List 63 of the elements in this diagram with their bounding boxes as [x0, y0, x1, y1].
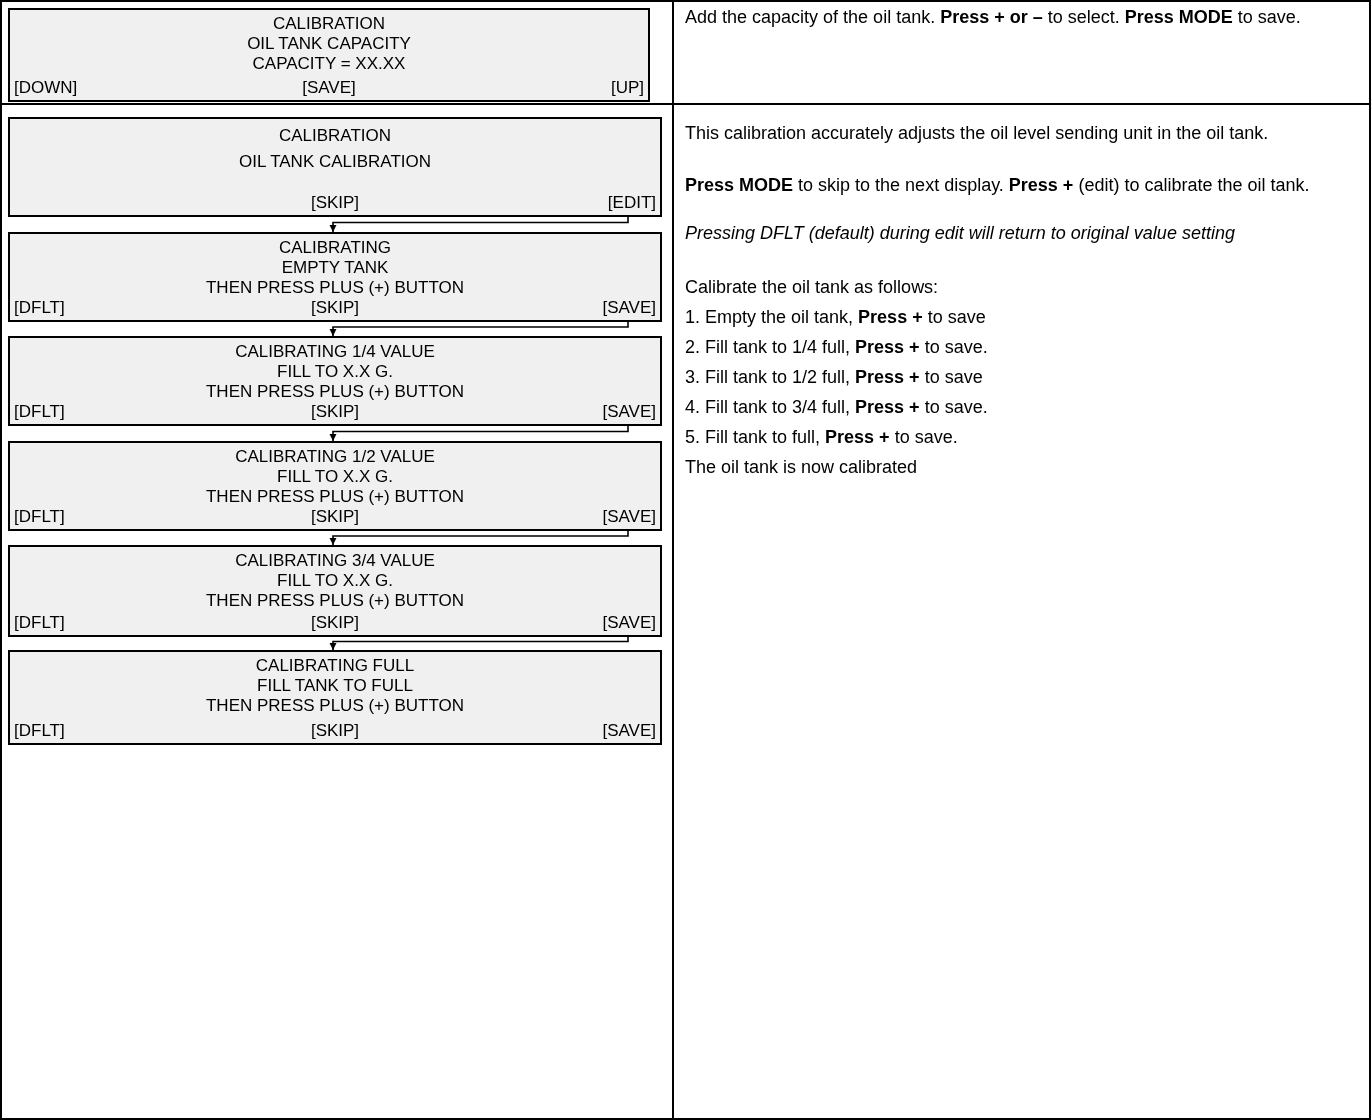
display-line: CALIBRATION [272, 14, 386, 34]
display-line: CALIBRATING 1/2 VALUE [235, 447, 435, 467]
softkey-label: [DFLT] [14, 507, 65, 527]
softkey-label: [SKIP] [310, 613, 360, 633]
softkey-label: [SAVE] [602, 721, 656, 741]
instruction-text: This calibration accurately adjusts the oil level sending unit in the oil tank. [685, 122, 1270, 145]
softkey-label: [SKIP] [310, 193, 360, 213]
arrow [329, 216, 629, 233]
instruction-text: 1. Empty the oil tank, Press + to save [685, 306, 987, 329]
softkey-label: [SKIP] [310, 507, 360, 527]
softkey-label: [EDIT] [607, 193, 656, 213]
instruction-text: Add the capacity of the oil tank. Press + or – to select. Press MODE to save. [685, 6, 1302, 29]
display-screen [8, 336, 662, 426]
instruction-text: 4. Fill tank to 3/4 full, Press + to save. [685, 396, 989, 419]
softkey-label: [DFLT] [14, 402, 65, 422]
softkey-label: [DOWN] [14, 78, 78, 98]
display-line: OIL TANK CALIBRATION [238, 151, 432, 173]
display-line: CALIBRATING FULL [255, 656, 415, 676]
arrow [329, 636, 629, 651]
display-screen [8, 545, 662, 637]
display-line: THEN PRESS PLUS (+) BUTTON [205, 382, 464, 402]
softkey-label: [DFLT] [14, 613, 65, 633]
softkey-label: [SKIP] [310, 402, 360, 422]
instruction-text: Calibrate the oil tank as follows: [685, 276, 940, 299]
display-line: CALIBRATION [278, 125, 392, 147]
softkey-label: [DFLT] [14, 721, 65, 741]
display-screen [8, 650, 662, 745]
display-line: CALIBRATING 3/4 VALUE [235, 551, 435, 571]
softkey-label: [SKIP] [310, 721, 360, 741]
instruction-text: Pressing DFLT (default) during edit will return to original value setting [685, 222, 1236, 245]
display-line: CALIBRATING [278, 238, 392, 258]
display-line: THEN PRESS PLUS (+) BUTTON [205, 487, 464, 507]
instruction-text: The oil tank is now calibrated [685, 456, 919, 479]
display-line: FILL TO X.X G. [277, 571, 393, 591]
softkey-label: [UP] [610, 78, 644, 98]
instruction-text: 2. Fill tank to 1/4 full, Press + to save. [685, 336, 989, 359]
display-line: FILL TO X.X G. [277, 467, 393, 487]
display-screen [8, 8, 650, 102]
softkey-label: [SAVE] [602, 298, 656, 318]
softkey-label: [SAVE] [602, 507, 656, 527]
display-line: OIL TANK CAPACITY [247, 34, 411, 54]
arrow [329, 321, 629, 337]
display-screen [8, 117, 662, 217]
softkey-label: [SAVE] [602, 613, 656, 633]
display-screen [8, 232, 662, 322]
display-line: THEN PRESS PLUS (+) BUTTON [205, 278, 464, 298]
softkey-label: [SAVE] [602, 402, 656, 422]
softkey-label: [SAVE] [302, 78, 356, 98]
arrow [329, 530, 629, 546]
display-line: THEN PRESS PLUS (+) BUTTON [205, 591, 464, 611]
display-line: THEN PRESS PLUS (+) BUTTON [205, 696, 464, 716]
display-line: EMPTY TANK [281, 258, 389, 278]
softkey-label: [DFLT] [14, 298, 65, 318]
display-screen [8, 441, 662, 531]
instruction-text: Press MODE to skip to the next display. Press + (edit) to calibrate the oil tank. [685, 174, 1311, 197]
instruction-text: 3. Fill tank to 1/2 full, Press + to save [685, 366, 984, 389]
display-line: FILL TANK TO FULL [257, 676, 413, 696]
display-line: CAPACITY = XX.XX [252, 54, 406, 74]
display-line: FILL TO X.X G. [277, 362, 393, 382]
instruction-text: 5. Fill tank to full, Press + to save. [685, 426, 959, 449]
display-line: CALIBRATING 1/4 VALUE [235, 342, 435, 362]
softkey-label: [SKIP] [310, 298, 360, 318]
arrow [329, 425, 629, 442]
